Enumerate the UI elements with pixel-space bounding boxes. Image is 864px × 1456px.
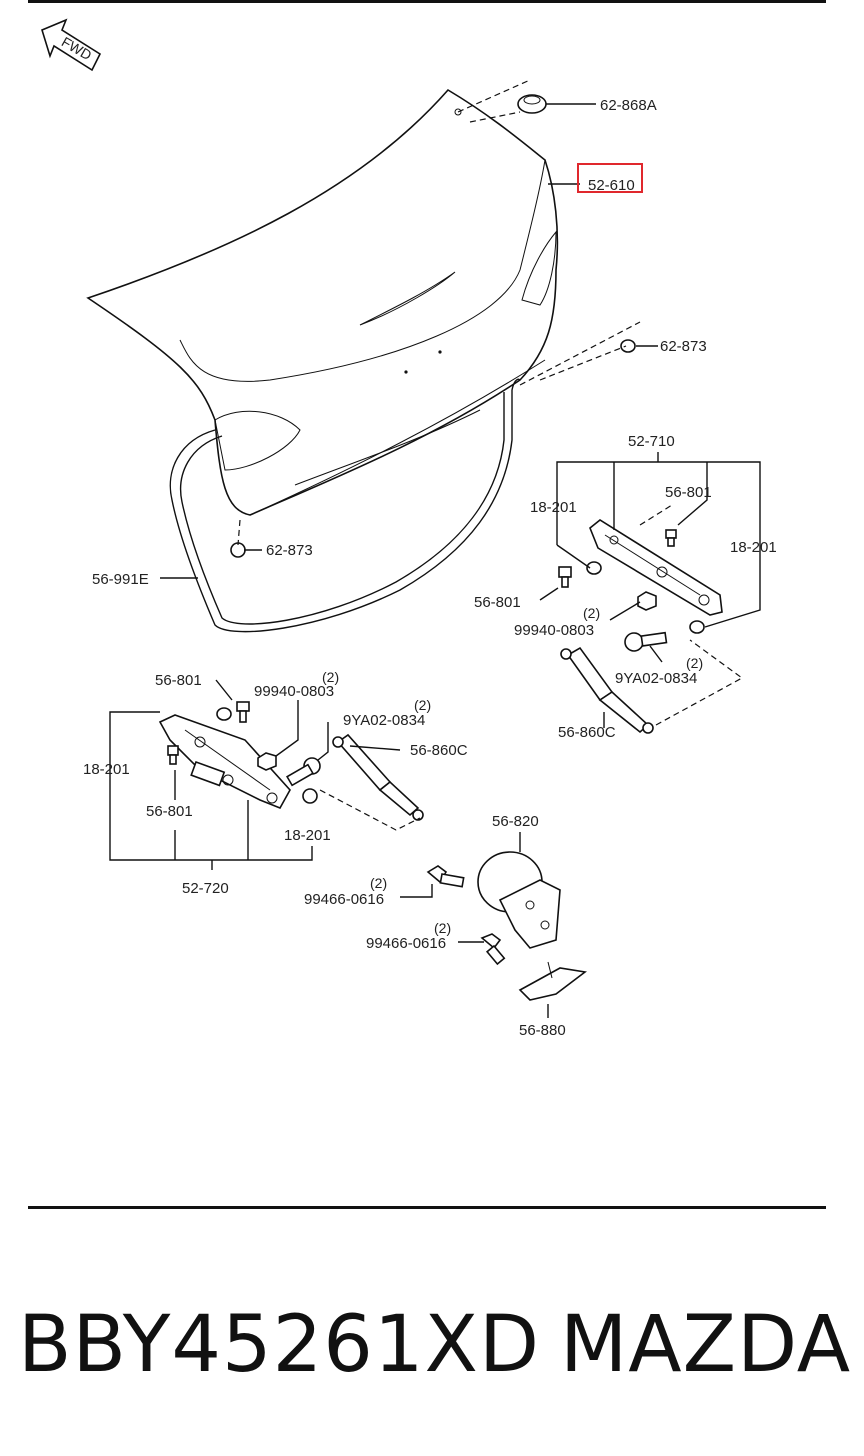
callout-62-873-left: 62-873 (266, 542, 313, 559)
fwd-arrow-icon: FWD (41, 18, 102, 72)
callout-56-801-r2: 56-801 (474, 594, 521, 611)
nut-left-icon (257, 752, 277, 771)
callout-56-801-r1: 56-801 (665, 484, 712, 501)
callout-52-610: 52-610 (588, 177, 635, 194)
screw-left-bottom-icon (167, 745, 179, 765)
callout-99940-0803-r: 99940-0803 (514, 622, 594, 639)
screw-right-top-icon (665, 529, 677, 547)
washer-left-top-icon (216, 707, 232, 721)
qty-lock-bolt-2: (2) (434, 920, 451, 936)
callout-56-991e: 56-991E (92, 571, 149, 588)
callout-56-801-l2: 56-801 (146, 803, 193, 820)
lock-actuator-illustration (477, 851, 561, 949)
callout-99466-0616-1: 99466-0616 (304, 891, 384, 908)
washer-right-icon (586, 561, 602, 575)
lock-bolt-1-icon (426, 865, 465, 888)
callout-99940-0803-l: 99940-0803 (254, 683, 334, 700)
qty-bolt-left: (2) (414, 697, 431, 713)
top-border-rule (28, 0, 826, 3)
plug-right-icon (620, 339, 636, 353)
washer-left-bottom-icon (302, 788, 318, 804)
lock-bolt-2-icon (480, 933, 506, 966)
bolt-right-icon (624, 631, 668, 652)
plug-top-icon (517, 94, 547, 114)
bolt-left-icon (286, 757, 321, 787)
callout-56-820: 56-820 (492, 813, 539, 830)
callout-18-201-l1: 18-201 (83, 761, 130, 778)
qty-bolt-right: (2) (686, 655, 703, 671)
washer-right-2-icon (689, 620, 705, 634)
callout-56-860c-l: 56-860C (410, 742, 468, 759)
striker-illustration (518, 961, 587, 1001)
part-number-text: BBY45261XD (18, 1300, 541, 1390)
callout-62-868a: 62-868A (600, 97, 657, 114)
hinge-right-illustration (589, 519, 723, 616)
callout-56-801-l1: 56-801 (155, 672, 202, 689)
highlight-box (577, 163, 643, 193)
trunk-lid-illustration (86, 88, 559, 516)
hinge-left-illustration (158, 714, 291, 810)
callout-56-860c-r: 56-860C (558, 724, 616, 741)
damper-left-illustration (332, 733, 424, 821)
weatherstrip-seal (169, 378, 521, 633)
brand-text: MAZDA (560, 1300, 852, 1390)
qty-nut-right: (2) (583, 605, 600, 621)
screw-left-top-icon (236, 701, 250, 723)
callout-18-201-l2: 18-201 (284, 827, 331, 844)
damper-right-illustration (560, 646, 654, 734)
callout-18-201-r1: 18-201 (530, 499, 577, 516)
callout-99466-0616-2: 99466-0616 (366, 935, 446, 952)
qty-lock-bolt-1: (2) (370, 875, 387, 891)
callout-18-201-r2: 18-201 (730, 539, 777, 556)
plug-left-icon (230, 542, 246, 558)
callout-9ya02-0834-r: 9YA02-0834 (615, 670, 697, 687)
nut-right-icon (637, 591, 657, 611)
qty-nut-left: (2) (322, 669, 339, 685)
callout-52-720: 52-720 (182, 880, 229, 897)
callout-52-710: 52-710 (628, 433, 675, 450)
callout-9ya02-0834-l: 9YA02-0834 (343, 712, 425, 729)
callout-62-873-right: 62-873 (660, 338, 707, 355)
bottom-border-rule (28, 1206, 826, 1209)
screw-right-bottom-icon (558, 566, 572, 588)
exploded-parts-diagram: FWD (41, 18, 777, 1039)
callout-56-880: 56-880 (519, 1022, 566, 1039)
